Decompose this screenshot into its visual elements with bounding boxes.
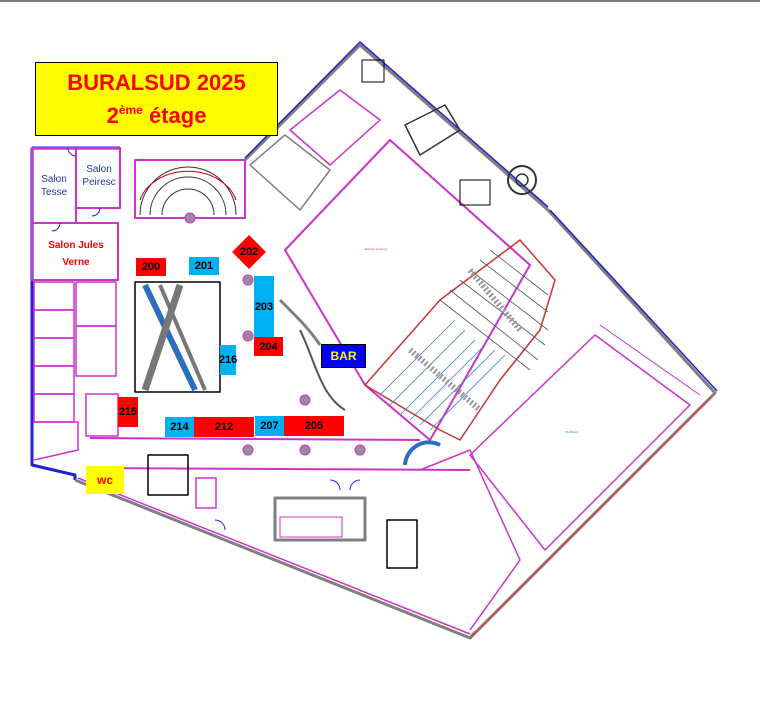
title-line-2: 2ème étage bbox=[106, 103, 207, 128]
outer-wall-top bbox=[243, 43, 549, 212]
room-wc[interactable]: wc bbox=[86, 466, 124, 494]
room-salon-jules-verne[interactable]: Salon Jules Verne bbox=[48, 240, 104, 268]
title-banner: BURALSUD 2025 2ème étage bbox=[35, 62, 278, 136]
tiny-room-label: PLATEAU bbox=[565, 430, 579, 434]
top-border bbox=[0, 0, 760, 2]
auditorium-outline bbox=[284, 139, 531, 441]
stand-216[interactable]: 216 bbox=[219, 345, 237, 375]
stand-201[interactable]: 201 bbox=[189, 257, 219, 275]
stand-200[interactable]: 200 bbox=[136, 258, 166, 276]
tiny-room-label: Espace sous-sol bbox=[365, 247, 388, 251]
outer-wall-right bbox=[468, 208, 717, 640]
room-salon-peiresc[interactable]: Salon Peiresc bbox=[82, 164, 116, 188]
stand-205[interactable]: 205 bbox=[284, 416, 344, 436]
stand-203[interactable]: 203 bbox=[254, 276, 274, 338]
room-salon-tesse[interactable]: Salon Tesse bbox=[40, 174, 68, 198]
stand-215[interactable]: 215 bbox=[118, 397, 138, 427]
room-bar[interactable]: BAR bbox=[321, 344, 366, 368]
stand-212[interactable]: 212 bbox=[194, 417, 254, 437]
stand-214[interactable]: 214 bbox=[165, 417, 194, 437]
stand-207[interactable]: 207 bbox=[255, 416, 284, 436]
title-line-1: BURALSUD 2025 bbox=[67, 70, 246, 95]
stand-204[interactable]: 204 bbox=[254, 337, 283, 356]
outer-wall-left bbox=[30, 148, 77, 480]
